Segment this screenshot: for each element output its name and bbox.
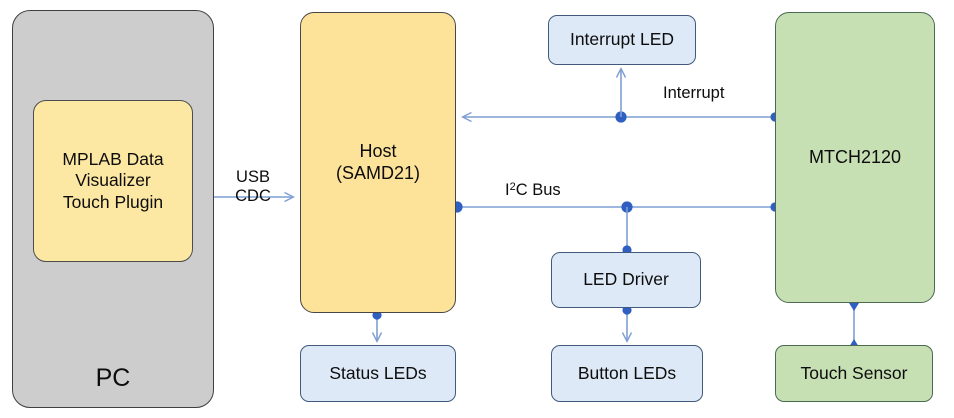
node-button-leds[interactable]: Button LEDs	[551, 345, 703, 402]
edge-label-interrupt: Interrupt	[663, 84, 724, 103]
node-pc-label: PC	[95, 363, 131, 392]
node-button-leds-label: Button LEDs	[577, 362, 677, 383]
node-mplab-line2: Visualizer	[75, 170, 151, 191]
edge-led-driver-button-leds	[622, 305, 631, 341]
node-interrupt-led-label: Interrupt LED	[569, 29, 675, 50]
node-status-leds-label: Status LEDs	[329, 362, 427, 383]
node-mplab-data-visualizer-touch-plugin[interactable]: MPLAB Data Visualizer Touch Plugin	[33, 100, 193, 262]
node-led-driver-label: LED Driver	[583, 269, 669, 290]
edge-label-interrupt-text: Interrupt	[663, 84, 725, 102]
edge-i2c-led-driver	[622, 207, 632, 255]
node-host-line1: Host	[359, 140, 397, 161]
node-mplab-label: MPLAB Data Visualizer Touch Plugin	[34, 149, 192, 213]
node-host-samd21[interactable]: Host (SAMD21)	[300, 12, 456, 313]
node-touch-sensor[interactable]: Touch Sensor	[775, 345, 933, 402]
edge-label-i2c-prefix: I	[505, 181, 510, 199]
node-status-leds[interactable]: Status LEDs	[300, 345, 456, 402]
edge-i2c-bus	[451, 201, 780, 213]
node-mtch2120-label: MTCH2120	[808, 146, 902, 167]
node-host-label: Host (SAMD21)	[301, 141, 455, 185]
marker-mtch-bottom	[849, 303, 859, 311]
edge-label-i2c-superscript: 2	[509, 181, 516, 193]
edge-mtch-touch-sensor	[849, 303, 859, 347]
node-host-line2: (SAMD21)	[335, 162, 420, 183]
edge-host-status-leds	[372, 310, 381, 341]
edge-label-usb-line2: CDC	[235, 187, 271, 206]
node-interrupt-led[interactable]: Interrupt LED	[548, 15, 696, 65]
node-mtch2120[interactable]: MTCH2120	[775, 12, 935, 303]
node-touch-sensor-label: Touch Sensor	[800, 362, 908, 383]
edge-label-i2c-bus: I2C Bus	[505, 181, 561, 200]
edge-label-usb-cdc: USB CDC	[221, 168, 285, 207]
node-mplab-line1: MPLAB Data	[62, 148, 164, 169]
node-led-driver[interactable]: LED Driver	[551, 252, 701, 308]
edge-label-i2c-suffix: C Bus	[515, 181, 561, 199]
node-mplab-line3: Touch Plugin	[62, 191, 164, 212]
edge-label-usb-line1: USB	[236, 168, 270, 186]
